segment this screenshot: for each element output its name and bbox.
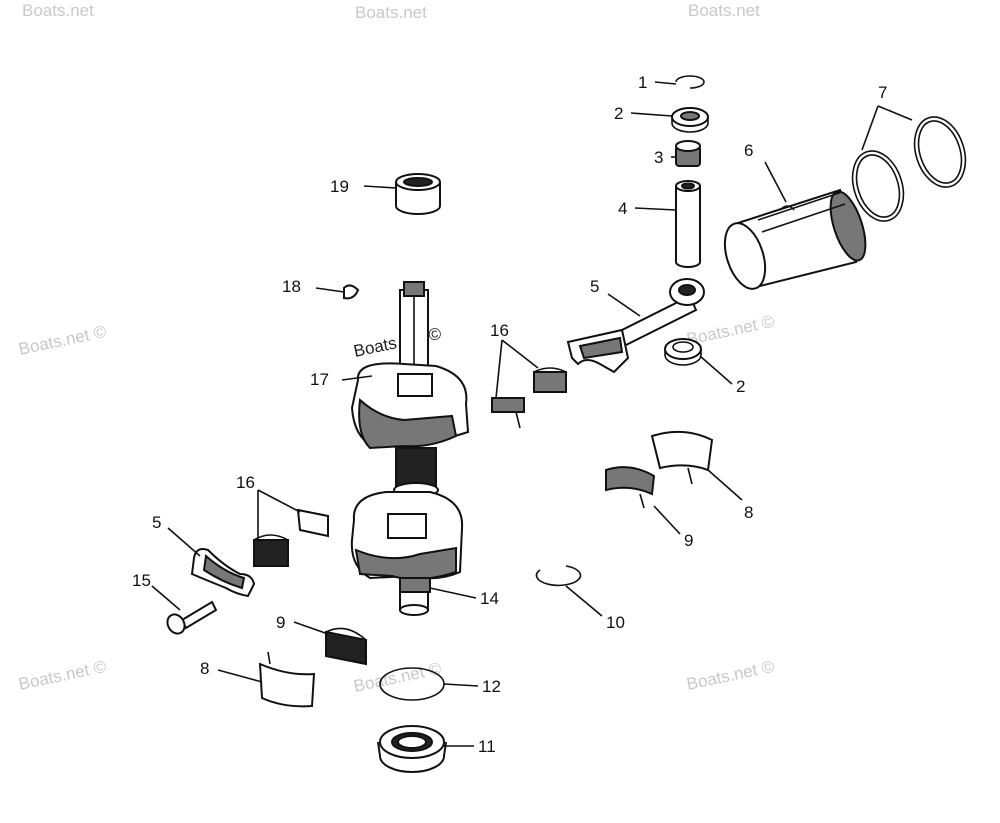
piston-rings-part	[851, 116, 967, 222]
callout-label: 16	[490, 321, 509, 340]
rod-cap-part	[190, 548, 256, 598]
callout-label: 9	[684, 531, 693, 550]
watermark: Boats.net ©	[17, 322, 109, 359]
callout-label: 9	[276, 613, 285, 632]
callout-label: 14	[480, 589, 499, 608]
oil-seal-part	[377, 725, 447, 773]
callout-label: 4	[618, 199, 627, 218]
retaining-clip-part	[675, 75, 705, 89]
needle-bearing-cage-part	[253, 508, 329, 567]
watermark: Boats.net ©	[352, 324, 444, 361]
callout-label: 8	[744, 503, 753, 522]
woodruff-key-part	[343, 284, 360, 300]
main-bearing-shell-part	[258, 651, 316, 708]
needle-bearing-cage-part	[491, 367, 567, 429]
callout-label: 18	[282, 277, 301, 296]
bushing-part	[395, 173, 441, 215]
callout-label: 3	[654, 148, 663, 167]
callout-label: 6	[744, 141, 753, 160]
thrust-washer-part	[664, 338, 702, 366]
cap-screw-part	[166, 600, 218, 635]
callout-label: 5	[152, 513, 161, 532]
connecting-rod-part	[566, 278, 705, 374]
needle-bearing-part	[675, 140, 701, 167]
callout-label: 8	[200, 659, 209, 678]
watermark: Boats.net ©	[685, 657, 777, 694]
callout-label: 1	[638, 73, 647, 92]
leader-lines	[151, 81, 913, 747]
piston-part	[723, 188, 867, 290]
crankshaft-part	[350, 281, 470, 616]
callout-label: 2	[736, 377, 745, 396]
callout-label: 15	[132, 571, 151, 590]
bearing-race-part	[605, 466, 656, 509]
retaining-ring-part	[535, 565, 582, 587]
thrust-washer-part	[671, 107, 709, 133]
callout-label: 10	[606, 613, 625, 632]
callout-label: 5	[590, 277, 599, 296]
bearing-race-part	[325, 627, 367, 666]
callout-label: 11	[478, 737, 496, 756]
watermark: Boats.net	[688, 1, 760, 20]
wrist-pin-part	[675, 180, 701, 268]
callout-label: 2	[614, 104, 623, 123]
watermark: Boats.net ©	[17, 657, 109, 694]
callout-label: 17	[310, 370, 329, 389]
callout-label: 19	[330, 177, 349, 196]
watermark: Boats.net	[22, 1, 94, 20]
watermark: Boats.net	[355, 3, 427, 22]
main-bearing-shell-part	[650, 430, 714, 485]
callout-label: 7	[878, 83, 887, 102]
callout-label: 16	[236, 473, 255, 492]
callout-label: 12	[482, 677, 501, 696]
